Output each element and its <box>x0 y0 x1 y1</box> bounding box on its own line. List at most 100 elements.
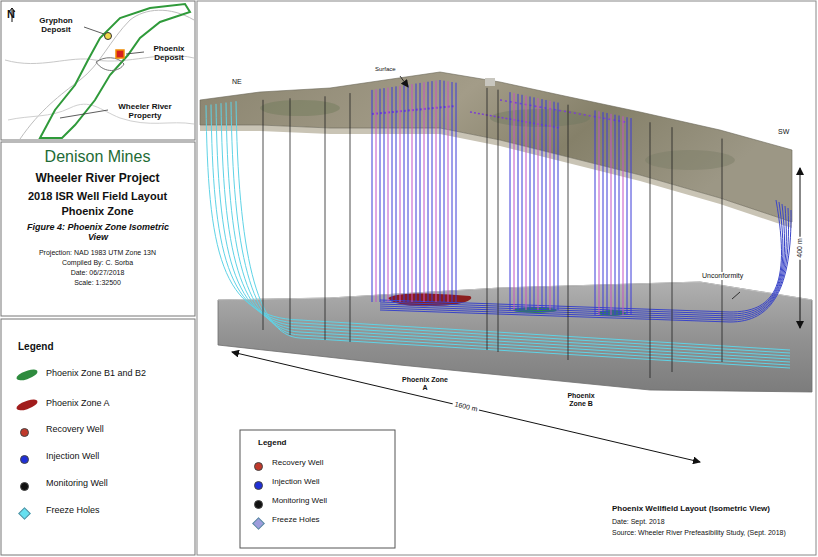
legend-label: Phoenix Zone B1 and B2 <box>46 368 146 378</box>
injection-well <box>432 81 433 302</box>
legend-label: Recovery Well <box>46 424 104 434</box>
injection-well <box>372 90 373 302</box>
surface-building <box>485 78 495 86</box>
freeze-hole <box>380 208 789 320</box>
legend-label: Freeze Holes <box>272 515 320 524</box>
ore-zone-b2 <box>598 310 626 316</box>
map-label: Phoenix Zone B <box>560 392 602 408</box>
recovery-well <box>538 98 539 310</box>
terrain-patch <box>645 150 735 170</box>
inset-frame <box>1 1 195 140</box>
monitoring-well <box>498 90 499 352</box>
map-label: Legend <box>18 341 54 353</box>
freeze-hole <box>226 103 790 362</box>
terrain-patch <box>490 109 590 127</box>
legend-swatch <box>254 500 263 509</box>
recovery-well <box>388 88 389 302</box>
legend-swatch <box>20 428 29 437</box>
map-label: Source: Wheeler River Prefeasibility Stu… <box>612 529 786 537</box>
surface-slab <box>200 72 792 222</box>
injection-well <box>384 88 385 302</box>
recovery-well <box>376 89 377 302</box>
injection-well <box>510 92 511 310</box>
freeze-hole <box>380 204 785 316</box>
map-label: Phoenix Zone A <box>402 376 448 392</box>
legend-label: Recovery Well <box>272 458 323 467</box>
monitoring-well <box>650 122 651 378</box>
plane-edge <box>218 282 812 300</box>
monitoring-well <box>350 93 351 342</box>
injection-well <box>444 81 445 302</box>
map-label: Scale: 1:32500 <box>0 279 195 287</box>
injection-well <box>518 94 519 310</box>
terrain-patch <box>260 100 340 116</box>
freeze-hole <box>380 210 791 322</box>
injection-well <box>456 83 457 302</box>
map-label: Figure 4: Phoenix Zone Isometric View <box>22 222 174 243</box>
map-label: Phoenix Zone <box>0 205 195 218</box>
injection-well <box>631 118 632 315</box>
map-label: Date: Sept. 2018 <box>612 518 665 526</box>
recovery-well <box>526 96 527 310</box>
map-title: Wheeler River Project <box>0 172 195 186</box>
monitoring-well <box>568 105 569 360</box>
injection-well <box>396 86 397 302</box>
gryphon-marker <box>105 33 112 40</box>
injection-well <box>534 97 535 310</box>
recovery-well <box>424 82 425 302</box>
legend-label: Phoenix Zone A <box>46 398 110 408</box>
recovery-well <box>623 116 624 315</box>
injection-well <box>542 99 543 310</box>
injection-well <box>554 102 555 310</box>
freeze-hole <box>221 103 790 359</box>
main-frame <box>197 1 816 555</box>
injection-well <box>627 117 628 315</box>
map-label: NE <box>232 78 242 86</box>
monitoring-well <box>722 139 723 362</box>
injection-well <box>522 95 523 310</box>
injection-well <box>546 100 547 310</box>
legend-box <box>240 430 395 548</box>
legend-label: Monitoring Well <box>46 478 108 488</box>
legend-swatch <box>20 455 29 464</box>
legend-frame <box>1 319 195 555</box>
figure-caption: Phoenix Wellfield Layout (Isometric View… <box>612 504 770 513</box>
map-label: Wheeler River Property <box>110 102 180 120</box>
road-line <box>20 10 194 139</box>
map-label: 400 m <box>796 236 804 259</box>
injection-well <box>416 83 417 302</box>
injection-well <box>558 103 559 310</box>
injection-well <box>420 83 421 302</box>
legend-label: Monitoring Well <box>272 496 327 505</box>
monitoring-well <box>290 98 291 335</box>
map-label: Legend <box>258 438 286 447</box>
legend-label: Injection Well <box>46 451 99 461</box>
map-label: Gryphon Deposit <box>30 16 82 34</box>
injection-well <box>530 97 531 311</box>
map-label: Denison Mines <box>0 148 195 166</box>
map-label: Date: 06/27/2018 <box>0 269 195 277</box>
map-label: SW <box>776 128 791 136</box>
injection-well <box>440 80 441 302</box>
map-label: 2018 ISR Well Field Layout <box>0 190 195 203</box>
map-label: Unconformity <box>700 272 745 280</box>
surface-wellheads <box>500 100 625 122</box>
legend-swatch <box>254 462 263 471</box>
freeze-hole <box>380 206 786 318</box>
recovery-well <box>436 81 437 302</box>
lake-outline <box>96 58 124 71</box>
leader-line <box>126 52 144 54</box>
injection-well <box>615 115 616 315</box>
monitoring-well <box>672 127 673 372</box>
leader-arrow <box>400 76 408 87</box>
unconformity-plane <box>218 282 812 392</box>
recovery-well <box>611 114 612 315</box>
injection-well <box>595 110 596 315</box>
recovery-well <box>448 81 449 302</box>
map-label: Projection: NAD 1983 UTM Zone 13N <box>0 249 195 257</box>
title-frame <box>1 142 195 316</box>
recovery-well <box>412 84 413 302</box>
legend-label: Freeze Holes <box>46 505 100 515</box>
injection-well <box>392 87 393 302</box>
freeze-hole <box>236 101 790 368</box>
